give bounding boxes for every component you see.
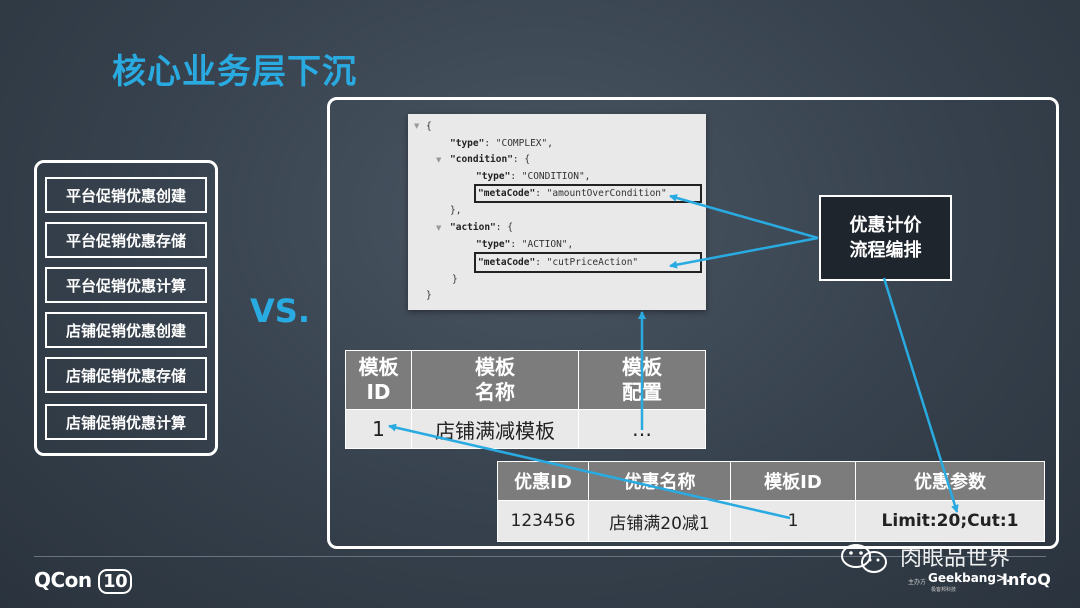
discount-table: 优惠ID 优惠名称 模板ID 优惠参数 123456 店铺满20减1 1 Lim… (497, 461, 1045, 542)
table-row: 1 店铺满减模板 … (345, 409, 706, 449)
list-item: 平台促销优惠计算 (45, 267, 207, 303)
geekbang-sub: 极客邦科技 (931, 587, 957, 593)
json-config-panel: ▼ { "type": "COMPLEX", ▼ "condition": { … (408, 114, 706, 310)
wechat-icon (841, 544, 887, 573)
code-line: "condition": { (450, 154, 531, 165)
list-item: 平台促销优惠创建 (45, 177, 207, 213)
pricing-orchestration-box: 优惠计价 流程编排 (819, 195, 952, 281)
table-cell: 1 (730, 500, 856, 542)
column-header: 模板ID (730, 461, 856, 501)
code-line: { (426, 121, 432, 132)
collapse-triangle-icon: ▼ (436, 224, 442, 232)
list-item: 店铺促销优惠存储 (45, 357, 207, 393)
box-label: 优惠计价 (849, 215, 922, 236)
code-line: "metaCode": "amountOverCondition" (478, 188, 667, 199)
sunk-layer-frame (327, 97, 1059, 549)
table-row: 123456 店铺满20减1 1 Limit:20;Cut:1 (497, 500, 1045, 542)
qcon-logo: QCon 10 (34, 568, 133, 594)
collapse-triangle-icon: ▼ (414, 122, 420, 130)
code-line: } (426, 290, 432, 301)
sponsor-label: 主办方 (908, 579, 927, 586)
code-line: "metaCode": "cutPriceAction" (478, 257, 639, 268)
infoq-logo: InfoQ (1002, 570, 1051, 589)
geekbang-logo: Geekbang>. (928, 571, 1011, 585)
page-title: 核心业务层下沉 (112, 52, 357, 92)
arrow-to-template-id (388, 423, 791, 520)
code-line: "type": "COMPLEX", (450, 138, 553, 149)
table-cell: 店铺满20减1 (588, 500, 731, 542)
metacode-highlight-box (474, 252, 702, 273)
box-label: 流程编排 (849, 240, 922, 261)
list-item: 店铺促销优惠创建 (45, 312, 207, 348)
arrow-to-action (669, 236, 819, 269)
metacode-highlight-box (474, 184, 702, 203)
arrow-to-params (882, 277, 959, 513)
code-line: }, (450, 205, 462, 216)
code-line: } (452, 274, 458, 285)
list-item: 店铺促销优惠计算 (45, 404, 207, 440)
code-line: "type": "ACTION", (476, 239, 574, 250)
watermark-text: 肉眼品世界 (900, 546, 1011, 571)
collapse-triangle-icon: ▼ (436, 156, 442, 164)
traditional-layer-list: 平台促销优惠创建 平台促销优惠存储 平台促销优惠计算 店铺促销优惠创建 店铺促销… (34, 160, 218, 456)
table-cell: Limit:20;Cut:1 (855, 500, 1045, 542)
table-cell: 店铺满减模板 (411, 409, 579, 449)
code-line: "type": "CONDITION", (476, 171, 591, 182)
footer-divider (34, 556, 1046, 557)
column-header: 优惠名称 (588, 461, 731, 501)
vs-label: VS. (250, 292, 310, 330)
code-line: "action": { (450, 222, 513, 233)
arrow-to-condition (669, 194, 819, 240)
column-header: 模板名称 (411, 350, 579, 410)
list-item: 平台促销优惠存储 (45, 222, 207, 258)
table-cell: 123456 (497, 500, 589, 542)
